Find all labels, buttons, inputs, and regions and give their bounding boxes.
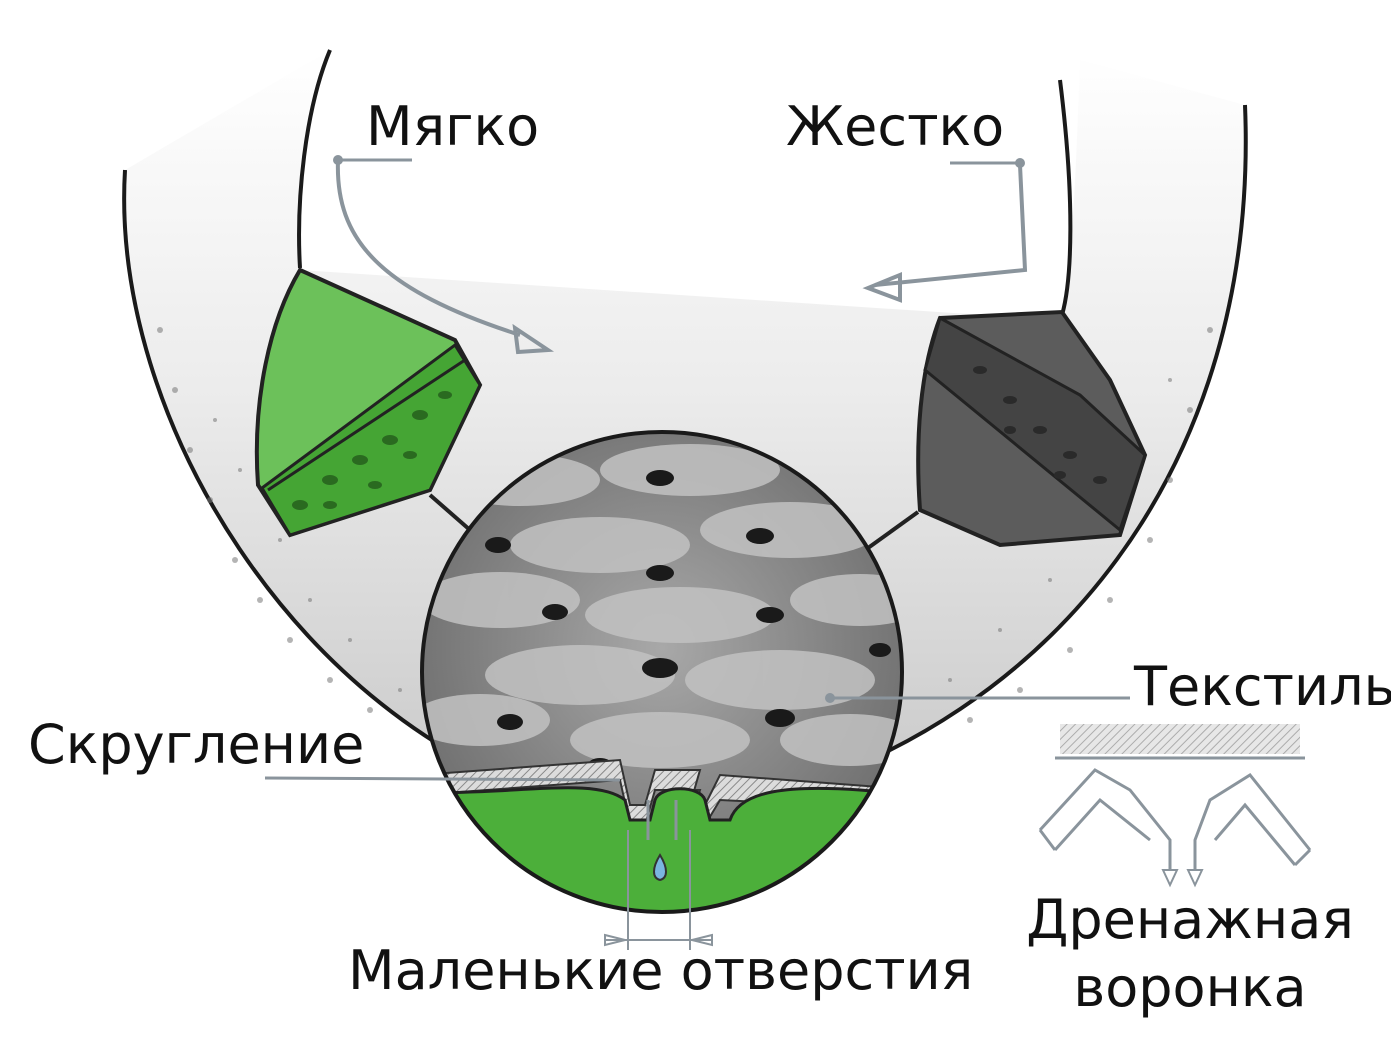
label-textile: Текстиль	[1134, 655, 1391, 718]
holes-dimension	[604, 830, 713, 950]
magnified-detail	[420, 430, 904, 914]
soft-foam-piece	[254, 267, 483, 538]
label-soft: Мягко	[366, 95, 540, 158]
leader-hard-dot	[1015, 158, 1025, 168]
leader-soft-dot	[333, 155, 343, 165]
water-drop-icon	[653, 853, 667, 882]
leader-rounding	[264, 776, 621, 782]
label-rounding: Скругление	[28, 713, 365, 776]
connector-left	[428, 493, 472, 532]
label-drainage-line1: Дренажная	[1026, 888, 1354, 951]
label-hard: Жестко	[786, 95, 1005, 158]
soft-arrow-head	[512, 323, 555, 355]
label-drainage-funnel: Дренажная воронка	[1020, 886, 1360, 1021]
hard-arrow-head	[862, 272, 902, 303]
hard-arrow	[874, 164, 1028, 287]
connector-right	[866, 510, 920, 550]
label-small-holes: Маленькие отверстия	[348, 939, 974, 1002]
hard-foam-piece	[916, 309, 1148, 548]
drainage-funnel-inset	[1038, 724, 1312, 888]
soft-arrow	[335, 159, 521, 337]
label-drainage-line2: воронка	[1073, 955, 1307, 1019]
